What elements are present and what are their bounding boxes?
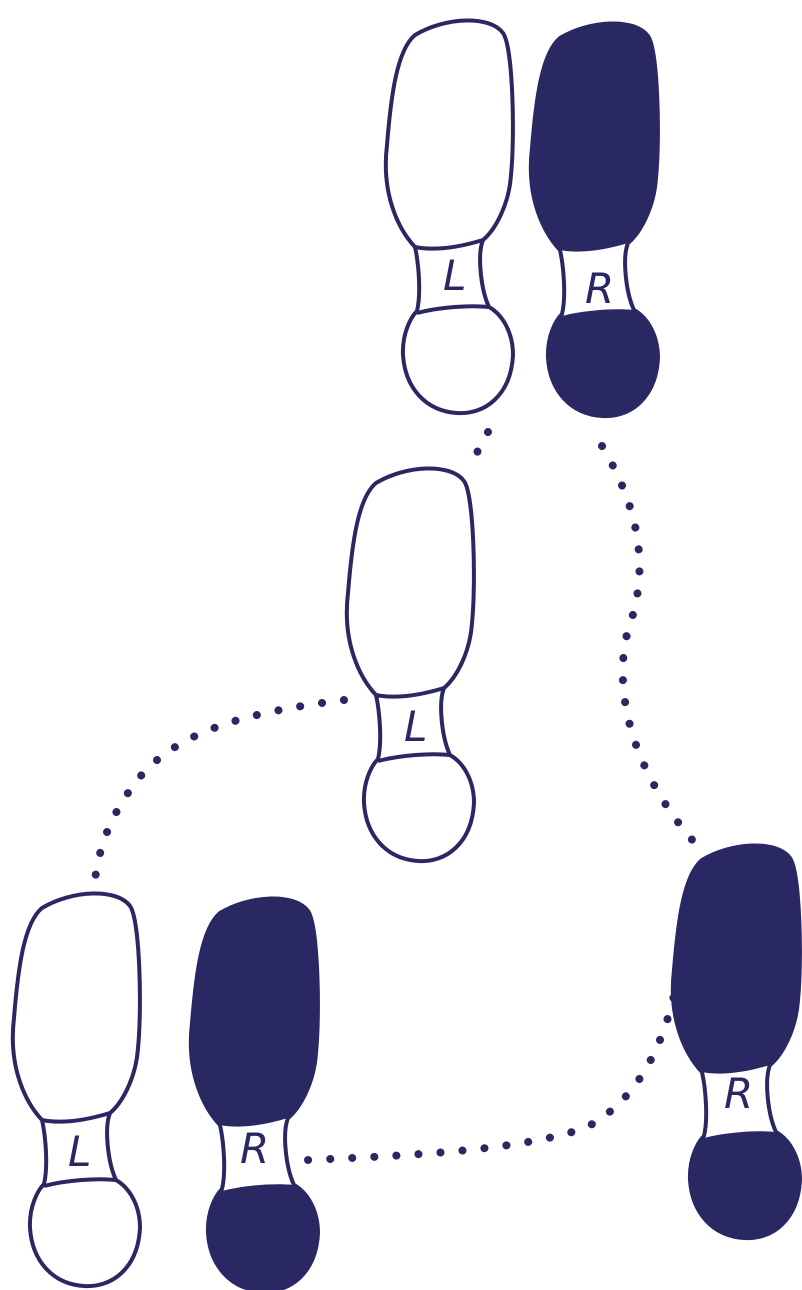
dotted-path-top-left-to-middle-left: [467, 432, 488, 468]
shoe-label: L: [68, 1127, 91, 1176]
footprint-top-right: R: [531, 23, 658, 416]
dotted-path-middle-left-to-bottom-left: [94, 700, 344, 888]
footprint-middle-left: L: [347, 468, 474, 861]
dotted-path-bottom-right-to-far-right: [308, 986, 676, 1160]
shoe-label: R: [585, 264, 614, 313]
footprint-top-left: L: [386, 20, 513, 413]
shoe-label: L: [404, 702, 427, 751]
shoe-label: L: [443, 251, 466, 300]
dotted-path-top-right-to-far-right: [602, 446, 694, 842]
footprint-far-right: R: [673, 845, 800, 1238]
shoe-label: R: [724, 1069, 753, 1118]
footprint-bottom-right: R: [191, 898, 318, 1290]
footprint-bottom-left: L: [13, 893, 140, 1286]
shoe-label: R: [240, 1124, 269, 1173]
